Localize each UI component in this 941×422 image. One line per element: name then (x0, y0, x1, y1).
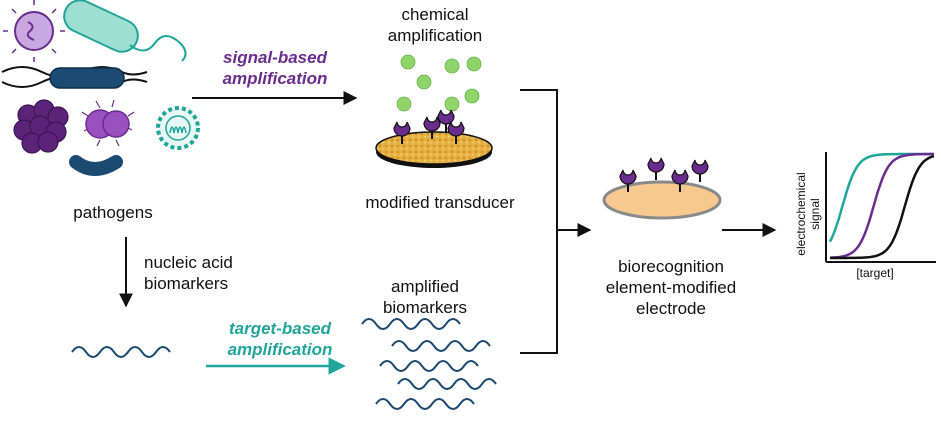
label-amplified-biomarkers: amplified biomarkers (382, 277, 468, 317)
chart-x-label: [target] (856, 266, 894, 280)
label-target-based-amplification: target-based amplification (227, 319, 333, 359)
chart-curve-3 (830, 154, 935, 260)
virus-icon (3, 0, 65, 62)
label-nucleic-acid-biomarkers: nucleic acid biomarkers (144, 253, 233, 293)
spiky-bacteria-icon (81, 99, 135, 147)
chemical-amplification-balls (396, 54, 482, 112)
curved-bacterium-icon (69, 155, 123, 176)
label-biorecognition-electrode: biorecognition element-modified electrod… (605, 257, 737, 318)
cocci-cluster-icon (13, 99, 69, 154)
modified-transducer-icon (375, 109, 493, 168)
virus-teal-icon (156, 106, 200, 150)
label-signal-based-amplification: signal-based amplification (222, 48, 328, 88)
label-chemical-amplification: chemical amplification (387, 5, 483, 45)
label-modified-transducer: modified transducer (365, 193, 515, 212)
label-pathogens: pathogens (73, 203, 153, 222)
biorecognition-electrode-icon (602, 157, 722, 220)
pathogens-illustration (1, 0, 200, 176)
chart-curve-2 (829, 152, 934, 259)
chart-y-label: electrochemical signal (794, 172, 822, 256)
amplified-biomarkers-strands (361, 318, 497, 410)
bacterium-teal-icon (63, 0, 187, 62)
response-chart (825, 152, 936, 263)
merge-bracket (520, 89, 592, 354)
nucleic-acid-strand (71, 346, 171, 358)
bacterium-navy-icon (1, 66, 148, 89)
